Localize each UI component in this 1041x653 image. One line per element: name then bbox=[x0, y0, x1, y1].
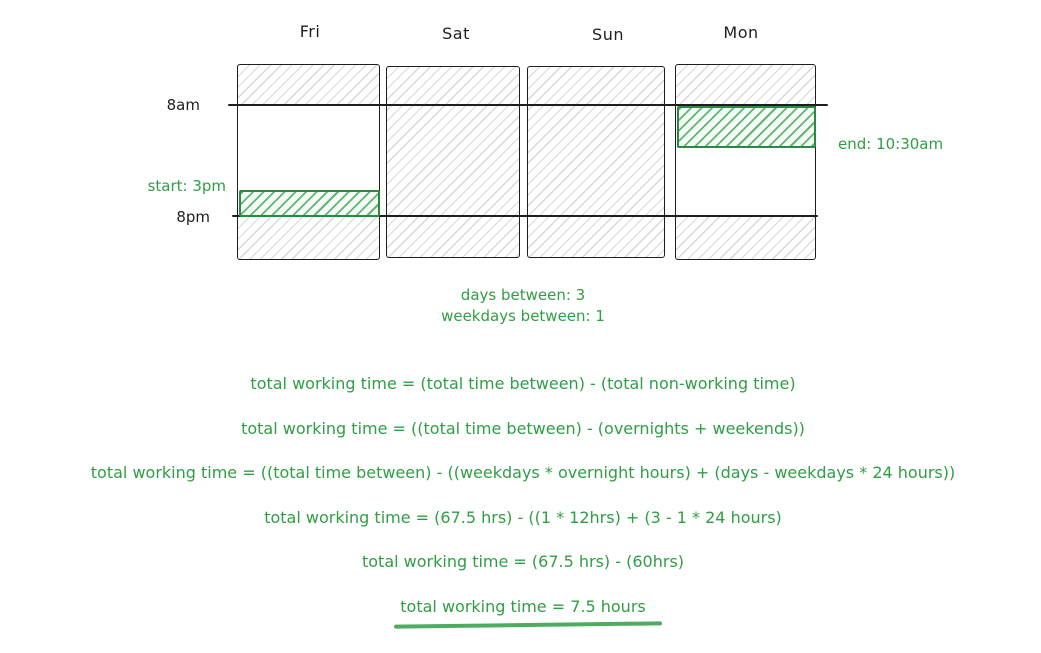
end-time-label: end: 10:30am bbox=[838, 135, 944, 153]
8pm-line bbox=[232, 215, 818, 217]
start-time-label: start: 3pm bbox=[147, 177, 226, 195]
non-working-band-mon-morning bbox=[676, 65, 815, 105]
day-label-sun: Sun bbox=[592, 25, 624, 44]
equation-line-4: total working time = (67.5 hrs) - ((1 * … bbox=[264, 508, 782, 527]
equation-result: total working time = 7.5 hours bbox=[400, 597, 646, 616]
weekdays-between-text: weekdays between: 1 bbox=[441, 307, 605, 325]
day-label-sat: Sat bbox=[442, 24, 470, 43]
equation-line-2: total working time = ((total time betwee… bbox=[241, 419, 805, 438]
equation-line-3: total working time = ((total time betwee… bbox=[90, 463, 956, 482]
non-working-band-fri-night bbox=[238, 217, 379, 259]
equation-line-1: total working time = (total time between… bbox=[250, 374, 796, 393]
non-working-band-mon-night bbox=[676, 217, 815, 259]
8am-line bbox=[228, 104, 828, 106]
day-column-sat bbox=[386, 66, 520, 258]
days-between-text: days between: 3 bbox=[460, 286, 586, 304]
day-label-mon: Mon bbox=[723, 23, 759, 42]
non-working-band-fri-morning bbox=[238, 65, 379, 105]
day-label-fri: Fri bbox=[299, 22, 321, 41]
day-column-mon bbox=[675, 64, 816, 260]
day-column-sun bbox=[527, 66, 665, 258]
working-block-mon-end bbox=[677, 106, 816, 148]
equation-line-5: total working time = (67.5 hrs) - (60hrs… bbox=[361, 552, 685, 571]
time-label-8pm: 8pm bbox=[176, 208, 210, 226]
non-working-band-sun-weekend bbox=[528, 67, 664, 257]
working-block-fri-start bbox=[239, 190, 380, 217]
non-working-band-sat-weekend bbox=[387, 67, 519, 257]
day-column-fri bbox=[237, 64, 380, 260]
result-underline bbox=[393, 621, 663, 629]
time-label-8am: 8am bbox=[166, 96, 200, 114]
